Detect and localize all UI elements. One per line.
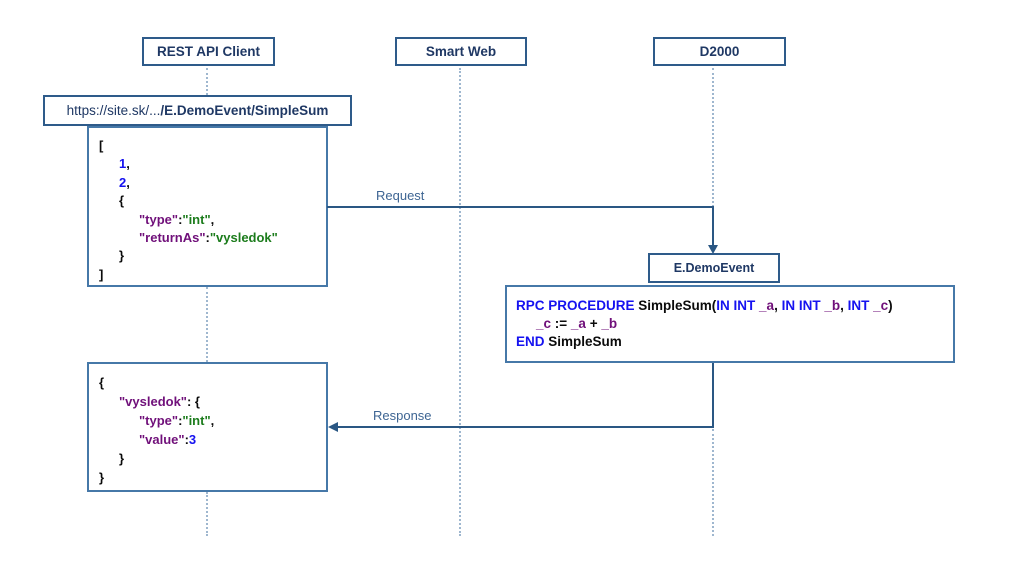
- response-label: Response: [373, 408, 432, 423]
- actor-rest-api-client-label: REST API Client: [156, 44, 260, 59]
- lifeline-smart-web: [459, 68, 461, 536]
- request-arrow-line: [327, 206, 714, 208]
- response-arrow-line: [337, 426, 714, 428]
- lifeline-d2000: [712, 429, 714, 536]
- request-json-panel: [1,2,{"type":"int","returnAs":"vysledok"…: [87, 126, 328, 287]
- response-arrow-line: [712, 363, 714, 427]
- lifeline-rest-api-client: [206, 287, 208, 362]
- response-json-panel: {"vysledok": {"type":"int","value":3}}: [87, 362, 328, 492]
- actor-smart-web: Smart Web: [395, 37, 527, 66]
- actor-rest-api-client: REST API Client: [142, 37, 275, 66]
- request-url-base: https://site.sk/...: [66, 103, 161, 118]
- request-label: Request: [376, 188, 425, 203]
- lifeline-rest-api-client: [206, 68, 208, 95]
- request-url-box: https://site.sk/.../E.DemoEvent/SimpleSu…: [43, 95, 352, 126]
- response-arrowhead-icon: [328, 422, 338, 432]
- event-demoevent-box: E.DemoEvent: [648, 253, 780, 283]
- request-arrowhead-icon: [708, 245, 718, 254]
- event-demoevent-label: E.DemoEvent: [673, 261, 755, 275]
- lifeline-rest-api-client: [206, 492, 208, 536]
- rpc-procedure-panel: RPC PROCEDURE SimpleSum(IN INT _a, IN IN…: [505, 285, 955, 363]
- actor-d2000-label: D2000: [699, 44, 740, 59]
- request-url-path: /E.DemoEvent/SimpleSum: [160, 103, 329, 118]
- request-arrow-line: [712, 206, 714, 247]
- actor-d2000: D2000: [653, 37, 786, 66]
- actor-smart-web-label: Smart Web: [425, 44, 497, 59]
- lifeline-d2000: [712, 68, 714, 207]
